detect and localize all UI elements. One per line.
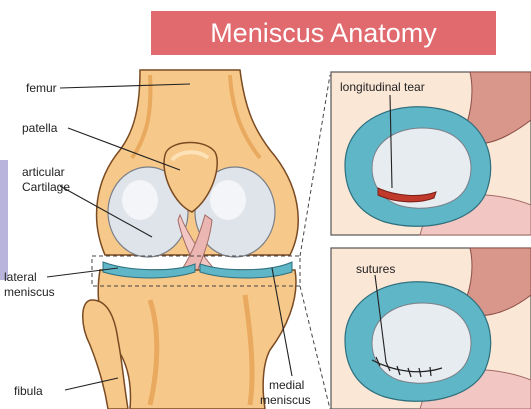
- lateral-meniscus: [103, 262, 195, 278]
- cartilage-highlight-left: [122, 180, 158, 220]
- medial-meniscus: [200, 262, 292, 278]
- label-patella: patella: [22, 121, 57, 135]
- zoom-line-top: [300, 75, 330, 256]
- label-fibula: fibula: [14, 384, 43, 398]
- cartilage-highlight-right: [210, 180, 246, 220]
- label-lateral: lateral: [4, 270, 37, 284]
- detail-panel-tear: [331, 72, 531, 235]
- label-articular: articular: [22, 165, 65, 179]
- label-lateral-meniscus: meniscus: [4, 285, 55, 299]
- left-edge-strip: [0, 160, 8, 280]
- label-femur: femur: [26, 81, 57, 95]
- label-longitudinal-tear: longitudinal tear: [340, 80, 425, 94]
- label-sutures: sutures: [356, 262, 395, 276]
- label-medial-meniscus: meniscus: [260, 393, 311, 407]
- label-cartilage: Cartilage: [22, 180, 70, 194]
- label-medial: medial: [269, 378, 304, 392]
- zoom-line-bottom: [300, 286, 330, 409]
- page-title: Meniscus Anatomy: [151, 11, 496, 55]
- tibia-bone: [98, 270, 296, 409]
